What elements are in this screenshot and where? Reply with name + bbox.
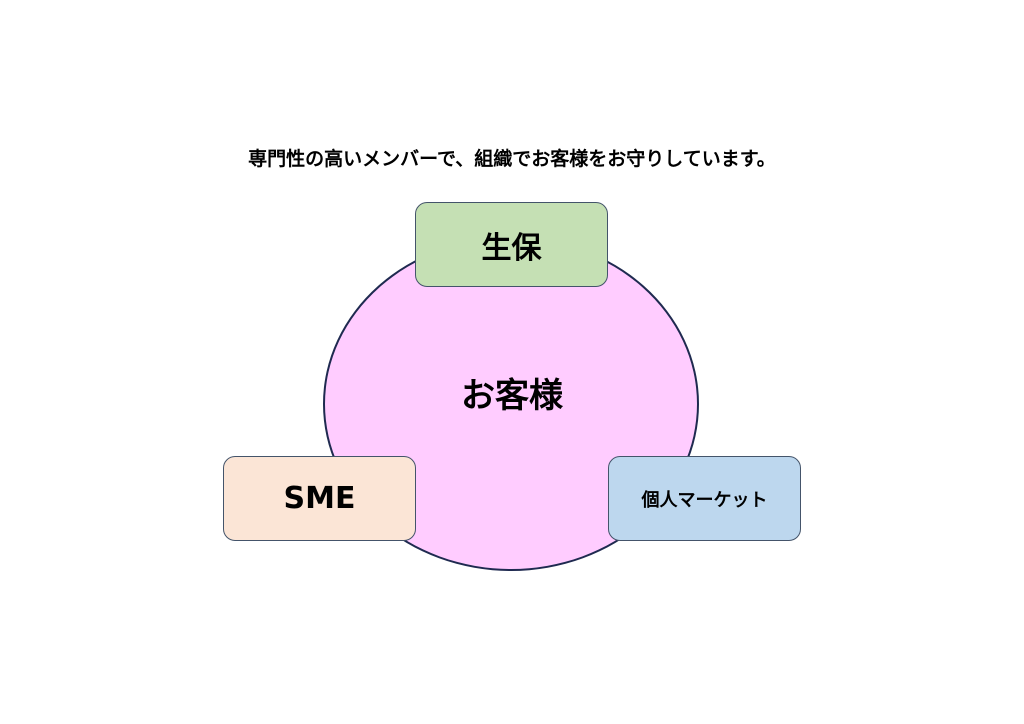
- diagram-title: 専門性の高いメンバーで、組織でお客様をお守りしています。: [248, 148, 776, 170]
- sme-label: SME: [283, 481, 356, 516]
- individual-market-label: 個人マーケット: [641, 489, 768, 511]
- customer-label: お客様: [461, 376, 563, 416]
- sme-box: SME: [223, 456, 416, 541]
- life-insurance-label: 生保: [481, 230, 542, 266]
- life-insurance-box: 生保: [415, 202, 608, 287]
- individual-market-box: 個人マーケット: [608, 456, 801, 541]
